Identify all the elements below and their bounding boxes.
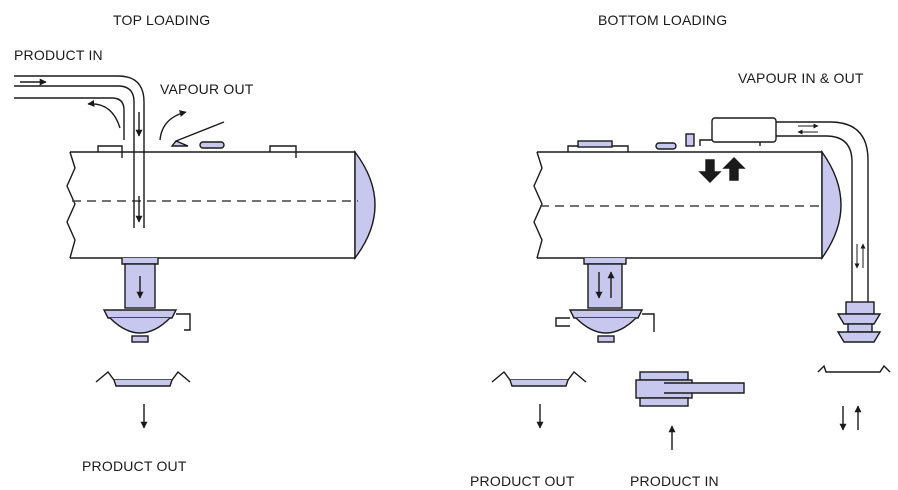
vapour-out-label: VAPOUR OUT — [160, 81, 254, 97]
bottom-product-out-label: PRODUCT OUT — [470, 473, 575, 489]
bottom-product-in-label: PRODUCT IN — [630, 473, 719, 489]
top-product-out-label: PRODUCT OUT — [82, 458, 187, 474]
top-loading-title: TOP LOADING — [113, 12, 211, 28]
top-product-in-label: PRODUCT IN — [14, 47, 103, 63]
bottom-loading-group — [491, 117, 891, 450]
vapour-in-out-label: VAPOUR IN & OUT — [738, 70, 864, 86]
top-tank — [66, 149, 376, 261]
bottom-tank — [533, 149, 842, 261]
top-loading-group — [14, 75, 376, 429]
bottom-loading-title: BOTTOM LOADING — [598, 12, 728, 28]
